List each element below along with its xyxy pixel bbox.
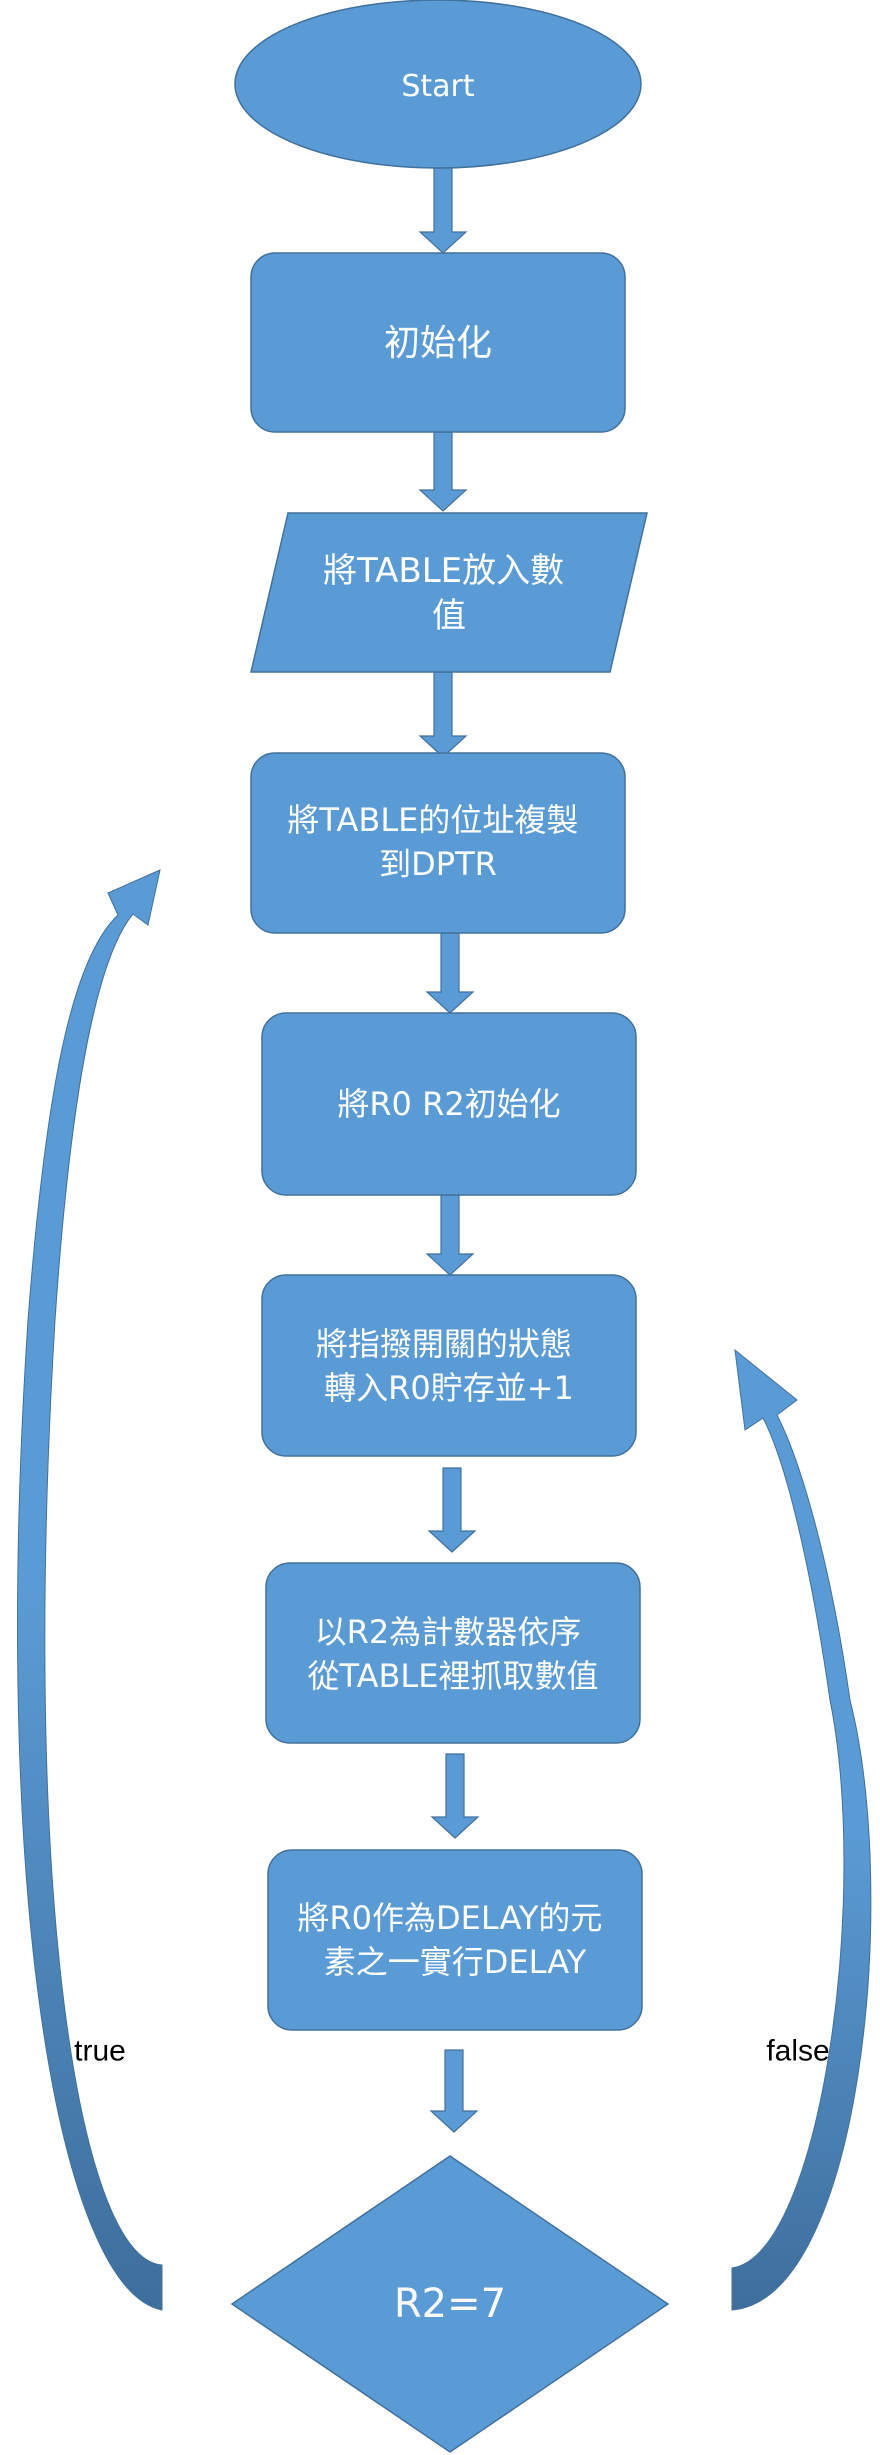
init-node bbox=[250, 252, 626, 433]
arrow-read-switch-to-fetch-table bbox=[427, 1467, 477, 1553]
decision-node bbox=[230, 2155, 670, 2453]
init-r0-r2-label: 將R0 R2初始化 bbox=[337, 1085, 560, 1123]
table-load-node bbox=[250, 512, 648, 673]
decision-label: R2=7 bbox=[394, 2281, 506, 2327]
arrow-init-to-table-load bbox=[418, 431, 468, 512]
start-node bbox=[234, 0, 642, 169]
read-switch-node bbox=[261, 1274, 637, 1457]
start-label: Start bbox=[401, 69, 475, 104]
arrow-init-r0-r2-to-read-switch bbox=[425, 1194, 475, 1276]
copy-dptr-node bbox=[250, 752, 626, 934]
fetch-table-label: 以R2為計數器依序 從TABLE裡抓取數值 bbox=[308, 1613, 599, 1695]
delay-node bbox=[267, 1849, 643, 2031]
fetch-table-node bbox=[265, 1562, 641, 1744]
init-r0-r2-node bbox=[261, 1012, 637, 1196]
false-edge-label: false bbox=[766, 2035, 829, 2068]
delay-label: 將R0作為DELAY的元 素之一實行DELAY bbox=[297, 1899, 612, 1981]
arrow-delay-to-decision bbox=[429, 2049, 479, 2133]
true-loop-arrow bbox=[17, 869, 163, 2311]
read-switch-label: 將指撥開關的狀態 轉入R0貯存並+1 bbox=[316, 1325, 582, 1407]
copy-dptr-label: 將TABLE的位址複製 到DPTR bbox=[287, 801, 588, 883]
true-edge-label: true bbox=[74, 2035, 126, 2068]
arrow-table-load-to-copy-dptr bbox=[418, 671, 468, 758]
arrow-fetch-table-to-delay bbox=[430, 1753, 480, 1839]
arrow-copy-dptr-to-init-r0-r2 bbox=[425, 932, 475, 1014]
arrow-start-to-init bbox=[418, 167, 468, 254]
table-load-label: 將TABLE放入數 值 bbox=[323, 551, 575, 636]
false-loop-arrow bbox=[731, 1348, 872, 2311]
init-label: 初始化 bbox=[384, 323, 492, 364]
